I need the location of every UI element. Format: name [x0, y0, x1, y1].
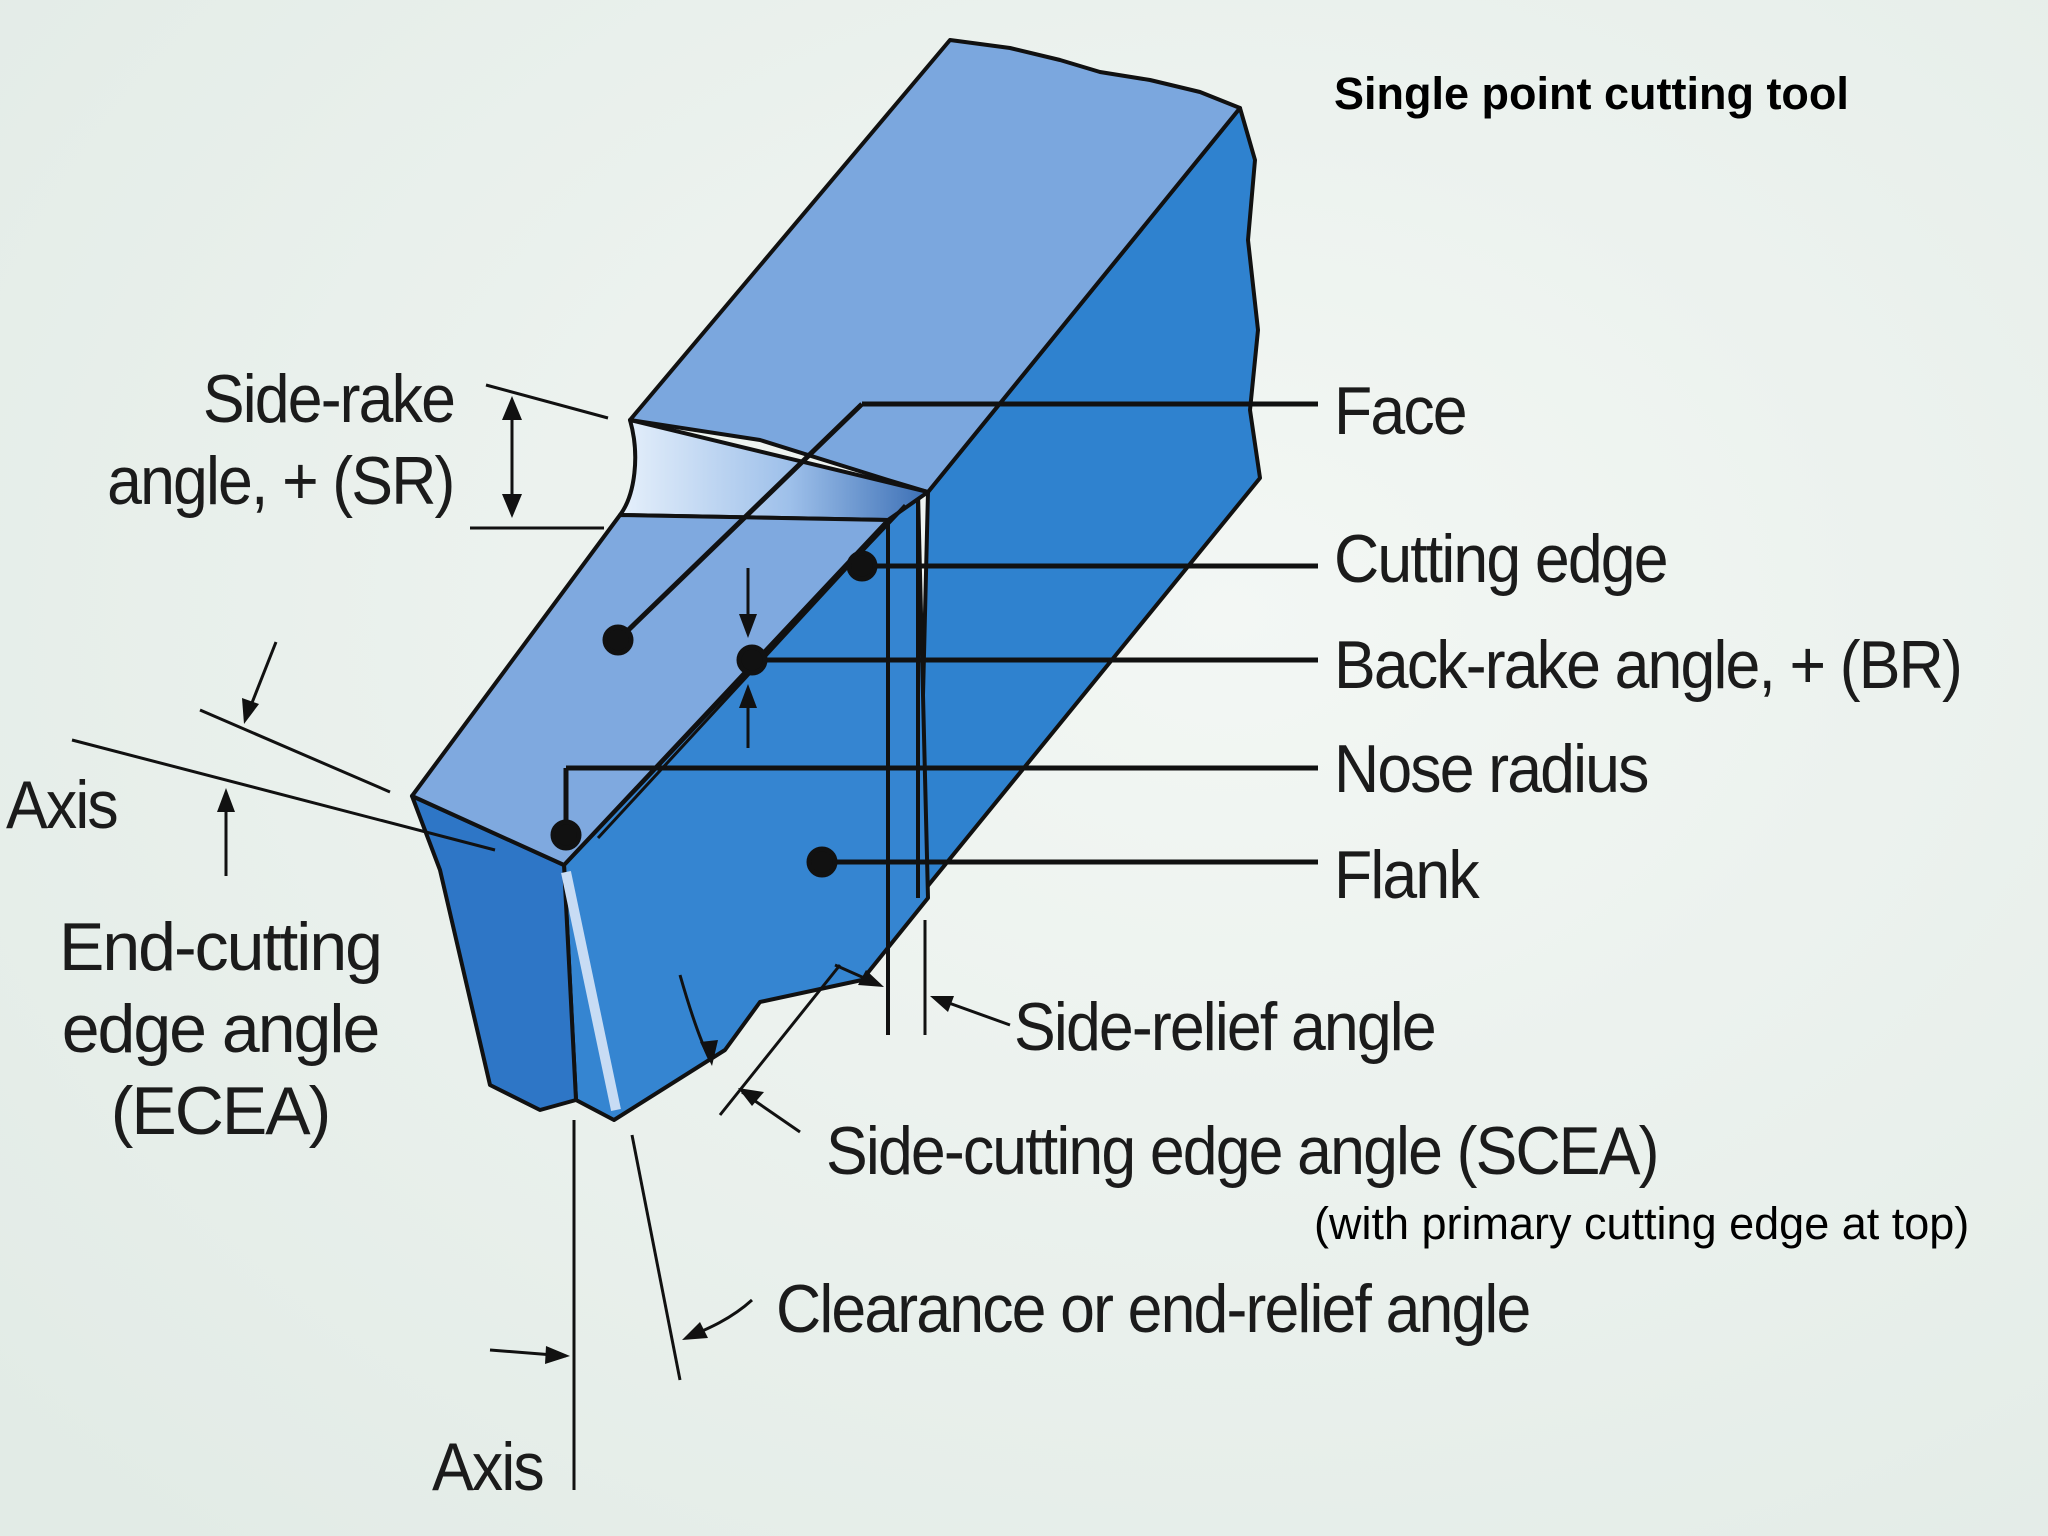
label-face: Face [1334, 373, 1468, 449]
label-ecea-3: (ECEA) [110, 1073, 331, 1149]
arrowhead-br-top [739, 614, 757, 638]
label-cutting-edge: Cutting edge [1334, 521, 1669, 597]
arrowhead-clear-l [545, 1346, 570, 1364]
arrowheads [217, 396, 954, 1364]
label-flank: Flank [1334, 837, 1480, 913]
arrowhead-br-bottom [739, 684, 757, 708]
arrowhead-scea-arc [700, 1040, 718, 1066]
arrowhead-sidelief-r [930, 996, 954, 1012]
tool-body [410, 38, 1262, 1122]
label-axis-bottom: Axis [432, 1429, 545, 1505]
label-ecea-1: End-cutting [59, 909, 383, 985]
label-ecea: End-cutting edge angle (ECEA) [40, 906, 400, 1152]
diagram-title: Single point cutting tool [1334, 68, 1849, 119]
label-clearance: Clearance or end-relief angle [776, 1271, 1531, 1347]
label-side-relief: Side-relief angle [1014, 989, 1437, 1065]
label-scea: Side-cutting edge angle (SCEA) [826, 1113, 1659, 1189]
arrowhead-sr-bottom [502, 494, 522, 518]
ecea-line-1 [199, 708, 391, 794]
label-nose-radius: Nose radius [1334, 731, 1649, 807]
clearance-line [630, 1134, 682, 1381]
cutting-edge-line [578, 518, 890, 850]
dot-cutting-edge [846, 550, 878, 582]
arrowhead-scea [738, 1088, 764, 1106]
label-back-rake: Back-rake angle, + (BR) [1334, 627, 1963, 703]
arrowhead-sidelief-l [858, 970, 884, 987]
dot-nose [550, 819, 582, 851]
dot-back-rake [736, 644, 768, 676]
arrowhead-ecea-top [242, 698, 259, 724]
arrowhead-sr-top [502, 396, 522, 420]
rake-face [410, 513, 890, 867]
dot-flank [806, 846, 838, 878]
arrowhead-clear-r [682, 1322, 708, 1340]
dot-face [602, 624, 634, 656]
right-side-face [916, 106, 1262, 900]
label-note: (with primary cutting edge at top) [1314, 1198, 1970, 1249]
label-side-rake-2: angle, + (SR) [107, 443, 456, 519]
leaders [550, 401, 1318, 878]
leader-face [616, 402, 864, 642]
label-side-rake-1: Side-rake [202, 361, 456, 437]
arrowhead-ecea-bottom [217, 788, 235, 812]
ecea-line-axis [71, 738, 496, 852]
side-rake-line-top [485, 383, 609, 420]
label-ecea-2: edge angle [61, 991, 381, 1067]
label-axis-left: Axis [6, 767, 119, 843]
nose-highlight [561, 870, 621, 1112]
upper-top-face [628, 38, 1242, 494]
